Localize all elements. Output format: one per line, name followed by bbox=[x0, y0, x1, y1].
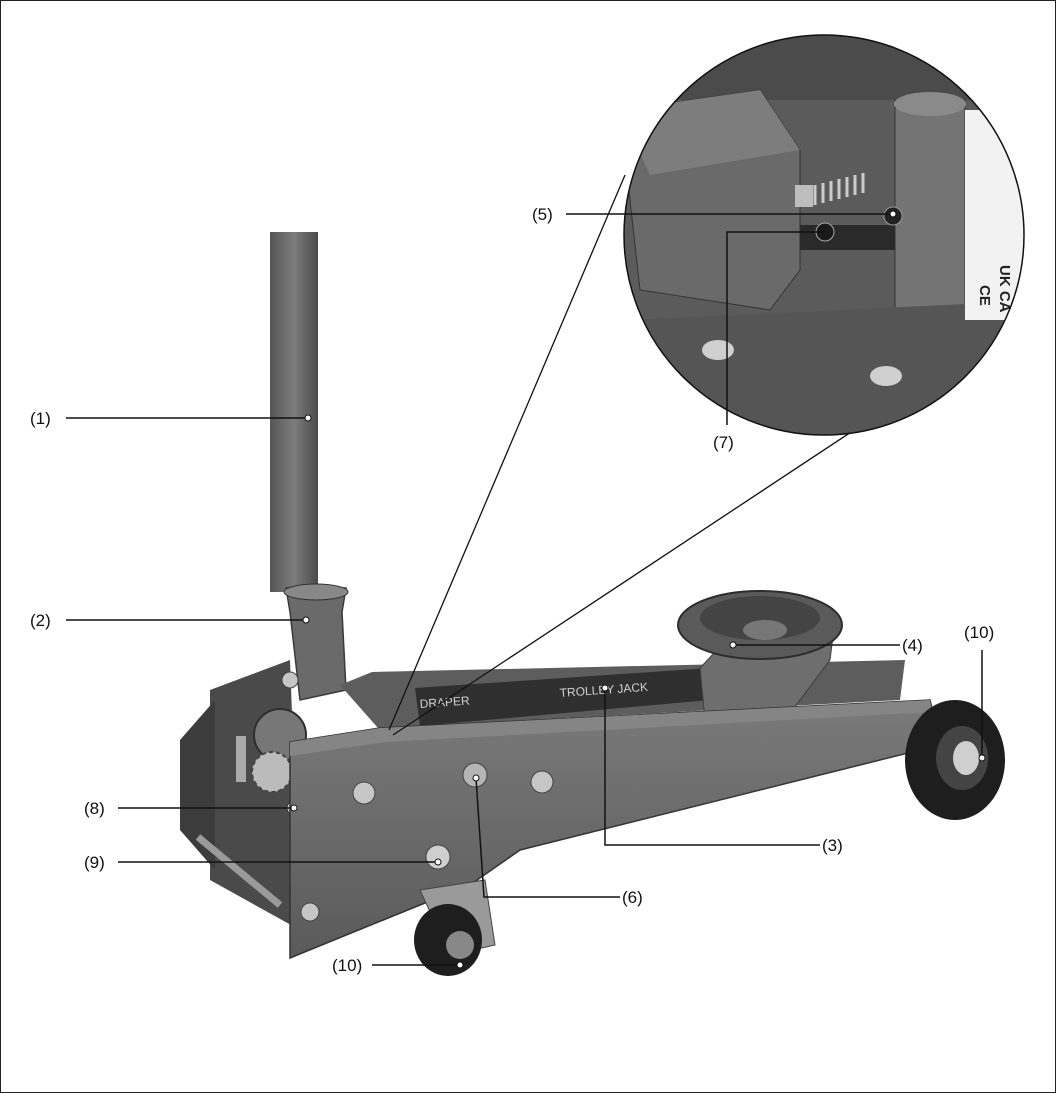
inset-spring bbox=[813, 173, 865, 205]
callout-6: (6) bbox=[622, 888, 643, 907]
frame-bolt-3 bbox=[530, 770, 554, 794]
callout-2: (2) bbox=[30, 611, 51, 630]
inset-border bbox=[623, 34, 1025, 436]
pump-spring bbox=[251, 751, 293, 793]
rear-caster-hub bbox=[446, 931, 474, 959]
frame-bolt-6 bbox=[281, 671, 299, 689]
detail-inset: UK CA CE bbox=[623, 34, 1025, 436]
callout-4: (4) bbox=[902, 636, 923, 655]
inset-spring-nut bbox=[795, 185, 813, 207]
inset-bolt-2 bbox=[870, 366, 902, 386]
leader-dots bbox=[290, 210, 986, 969]
inset-top-plate bbox=[624, 35, 1024, 100]
leader-3 bbox=[604, 688, 820, 846]
jack-illustration: DRAPER TROLLEY JACK bbox=[180, 232, 1005, 976]
callout-9: (9) bbox=[84, 853, 105, 872]
callout-labels: (1) (2) (3) (4) (5) (6) (7) (8) (9) (10)… bbox=[30, 205, 994, 975]
side-frame-edge bbox=[290, 700, 932, 756]
brand-text: DRAPER bbox=[419, 694, 470, 711]
leader-7 bbox=[726, 231, 825, 425]
callout-8: (8) bbox=[84, 799, 105, 818]
callout-10-front: (10) bbox=[964, 623, 994, 642]
socket-collar bbox=[283, 583, 349, 601]
frame-bolt-4 bbox=[425, 844, 451, 870]
inset-bottom-plate bbox=[630, 300, 1024, 435]
frame-bolt-1 bbox=[352, 781, 376, 805]
callout-7: (7) bbox=[713, 433, 734, 452]
inset-cylinder-top bbox=[894, 92, 966, 116]
rear-rod bbox=[195, 834, 283, 908]
callout-5: (5) bbox=[532, 205, 553, 224]
callout-1: (1) bbox=[30, 409, 51, 428]
rear-plate bbox=[210, 660, 300, 930]
inset-rod bbox=[800, 225, 895, 250]
callout-10-rear: (10) bbox=[332, 956, 362, 975]
saddle-inner bbox=[700, 596, 820, 640]
saddle-centre bbox=[743, 620, 787, 640]
leader-lines bbox=[66, 213, 983, 966]
pump-piston bbox=[236, 736, 246, 782]
leader-6 bbox=[475, 777, 620, 898]
rear-bumper bbox=[180, 700, 215, 870]
cert-ukca: UK CA bbox=[996, 265, 1013, 313]
frame-bolt-5 bbox=[300, 902, 320, 922]
handle-tube bbox=[270, 232, 318, 592]
front-wheel-hub bbox=[953, 741, 979, 775]
callout-3: (3) bbox=[822, 836, 843, 855]
inset-bolt-1 bbox=[702, 340, 734, 360]
info-label bbox=[415, 668, 710, 726]
cert-ce: CE bbox=[976, 285, 993, 306]
